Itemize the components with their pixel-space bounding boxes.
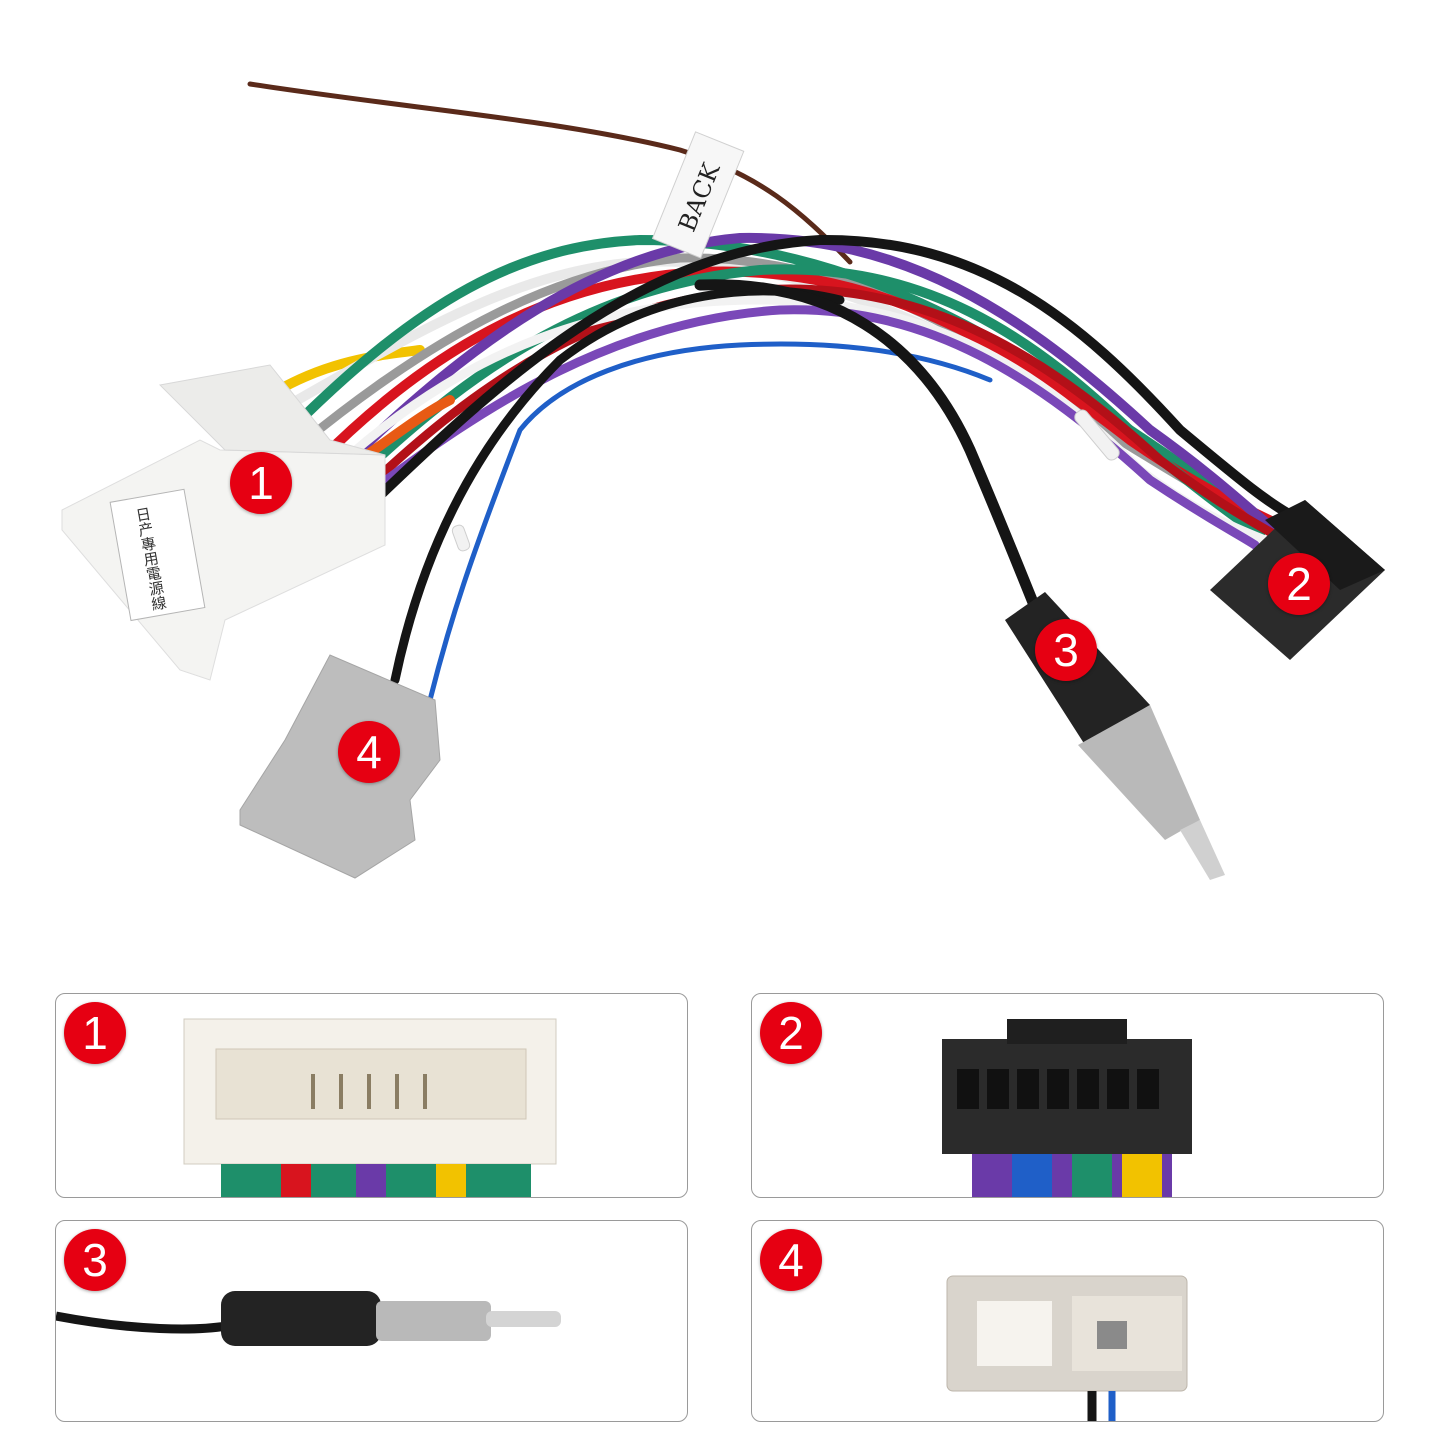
black-wire-bundle	[365, 234, 1305, 525]
panel-badge-3: 3	[64, 1229, 126, 1291]
antenna-cable	[694, 279, 1046, 626]
antenna-plug-closeup-icon	[56, 1291, 561, 1346]
wire-bundle	[247, 81, 1305, 703]
panel-badge-2: 2	[760, 1002, 822, 1064]
callout-badge-2: 2	[1268, 553, 1330, 615]
detail-panel-4: 4	[751, 1220, 1384, 1422]
purple-wire-1	[335, 232, 1280, 535]
white-connector: 日产專用電源線	[61, 364, 386, 681]
zip-tie-2	[451, 524, 471, 552]
green-wire-1	[285, 234, 1275, 530]
yellow-wire	[270, 345, 425, 397]
detail-panel-1: 1	[55, 993, 688, 1198]
callout-badge-4: 4	[338, 721, 400, 783]
black-16pin-connector-closeup-icon	[942, 1019, 1192, 1197]
callout-badge-3: 3	[1035, 619, 1097, 681]
detail-panel-2: 2	[751, 993, 1384, 1198]
grey-connector	[239, 654, 441, 879]
panel-badge-4: 4	[760, 1229, 822, 1291]
detail-panel-3: 3	[55, 1220, 688, 1422]
callout-badge-1: 1	[230, 452, 292, 514]
grey-antenna-socket-closeup-icon	[946, 1275, 1188, 1421]
blue-wire	[427, 341, 993, 703]
panel-badge-1: 1	[64, 1002, 126, 1064]
purple-wire-2	[355, 305, 1260, 550]
white-20pin-connector-closeup-icon	[183, 1018, 557, 1197]
zip-tie-1	[1074, 409, 1120, 461]
brown-wire	[247, 81, 853, 265]
back-tag: BACK	[651, 131, 745, 259]
